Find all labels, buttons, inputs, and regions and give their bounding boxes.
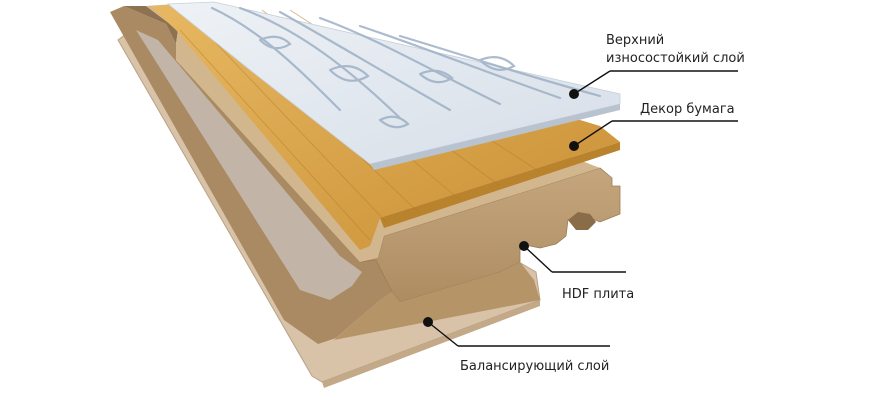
hdf-groove-shadow [124,6,178,44]
label-top-layer-line2: износостойкий слой [606,51,745,66]
balancing-layer-edge [322,300,540,388]
wear-layer-edge [370,104,620,170]
label-hdf-board: HDF плита [562,287,634,302]
hdf-board-bottom-lip [334,262,540,340]
wood-grain-print [210,6,602,129]
label-top-layer-line1: Верхний [606,33,664,48]
hdf-groove-channel [136,30,362,300]
leader-wear-layer [569,70,738,99]
leader-balancing-layer [423,317,610,347]
hdf-tongue-notch [568,212,596,230]
label-decor-paper: Декор бумага [640,102,735,117]
decor-paper-edge [380,142,620,228]
label-balancing-layer: Балансирующий слой [460,359,609,374]
leader-hdf-board [519,241,626,273]
leader-decor-paper [569,120,738,151]
